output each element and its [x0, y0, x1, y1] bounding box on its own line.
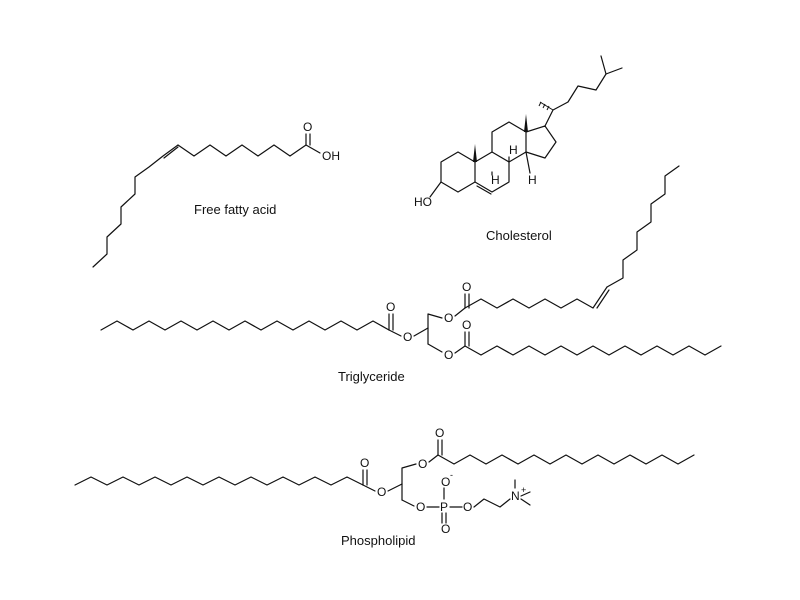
ffa-hydroxyl-bond: [305, 144, 321, 154]
tg-sn1-tail: [606, 165, 680, 288]
cholesterol-ring-c: [491, 121, 527, 163]
ffa-cis-double-bond: [163, 146, 179, 159]
tg-sn3-carbonyl-oxygen: O: [462, 318, 471, 332]
pl-phosphate-ester-oxygen: O: [416, 500, 425, 514]
cholesterol-h14: H: [528, 173, 537, 187]
pl-phosphate-anion-oxygen: O: [441, 475, 450, 489]
free-fatty-acid-structure: O OH: [92, 120, 340, 268]
triglyceride-structure: O O O O O O: [100, 165, 722, 362]
cholesterol-methyl-c10: [473, 144, 477, 162]
pl-choline-ester-oxygen: O: [463, 500, 472, 514]
pl-choline-positive-charge: +: [521, 485, 526, 495]
pl-choline-chain: [473, 498, 511, 508]
tg-sn2-chain: [100, 320, 390, 331]
tg-sn2-ester-oxygen: O: [403, 330, 412, 344]
ffa-carbonyl-oxygen: O: [303, 120, 312, 134]
pl-n-methyl-2: [520, 491, 531, 497]
ffa-tail-chain: [92, 144, 179, 268]
cholesterol-h8: H: [509, 143, 518, 157]
ffa-head-chain: [177, 144, 307, 157]
cholesterol-structure: HO H H H: [414, 55, 623, 209]
cholesterol-hydroxyl: HO: [414, 195, 432, 209]
phospholipid-structure: O O O O O P O - O O N +: [74, 426, 695, 536]
tg-sn3-chain: [464, 345, 722, 356]
tg-sn1-chain: [464, 286, 608, 309]
free-fatty-acid-caption: Free fatty acid: [194, 202, 276, 217]
pl-glycerol-backbone: [401, 463, 417, 485]
ffa-hydroxyl-group: OH: [322, 149, 340, 163]
pl-sn2-chain: [74, 476, 364, 486]
tg-sn1-carbonyl-oxygen: O: [462, 280, 471, 294]
pl-sn1-carbonyl-oxygen: O: [435, 426, 444, 440]
pl-sn2-carbonyl-oxygen: O: [360, 456, 369, 470]
cholesterol-ring-d: [525, 125, 557, 159]
cholesterol-hydroxyl-bond: [429, 181, 442, 198]
pl-sn1-chain: [437, 454, 695, 465]
cholesterol-ring-a: [440, 151, 476, 193]
tg-sn1-ester-oxygen: O: [444, 311, 453, 325]
cholesterol-side-chain: [544, 55, 607, 127]
pl-sn1-ester-oxygen: O: [418, 457, 427, 471]
triglyceride-caption: Triglyceride: [338, 369, 405, 384]
cholesterol-ring-b: [474, 151, 510, 193]
pl-n-methyl-3: [520, 498, 531, 506]
cholesterol-methyl-c13: [524, 114, 528, 132]
cholesterol-side-chain-branch: [605, 67, 623, 75]
cholesterol-hash-methyl: [539, 101, 554, 111]
tg-sn2-carbonyl-oxygen: O: [386, 300, 395, 314]
cholesterol-caption: Cholesterol: [486, 228, 552, 243]
cholesterol-ring-b-double-bond: [476, 185, 492, 195]
cholesterol-h9: H: [491, 173, 500, 187]
tg-sn1-double-bond: [596, 289, 610, 309]
pl-phosphate-negative-charge: -: [450, 470, 453, 480]
pl-sn2-ester-oxygen: O: [377, 485, 386, 499]
phospholipid-caption: Phospholipid: [341, 533, 415, 548]
pl-choline-nitrogen: N: [511, 489, 520, 503]
pl-phosphorus: P: [440, 500, 448, 514]
tg-sn3-ester-oxygen: O: [444, 348, 453, 362]
tg-glycerol-backbone: [427, 313, 443, 329]
pl-phosphate-oxo-oxygen: O: [441, 522, 450, 536]
